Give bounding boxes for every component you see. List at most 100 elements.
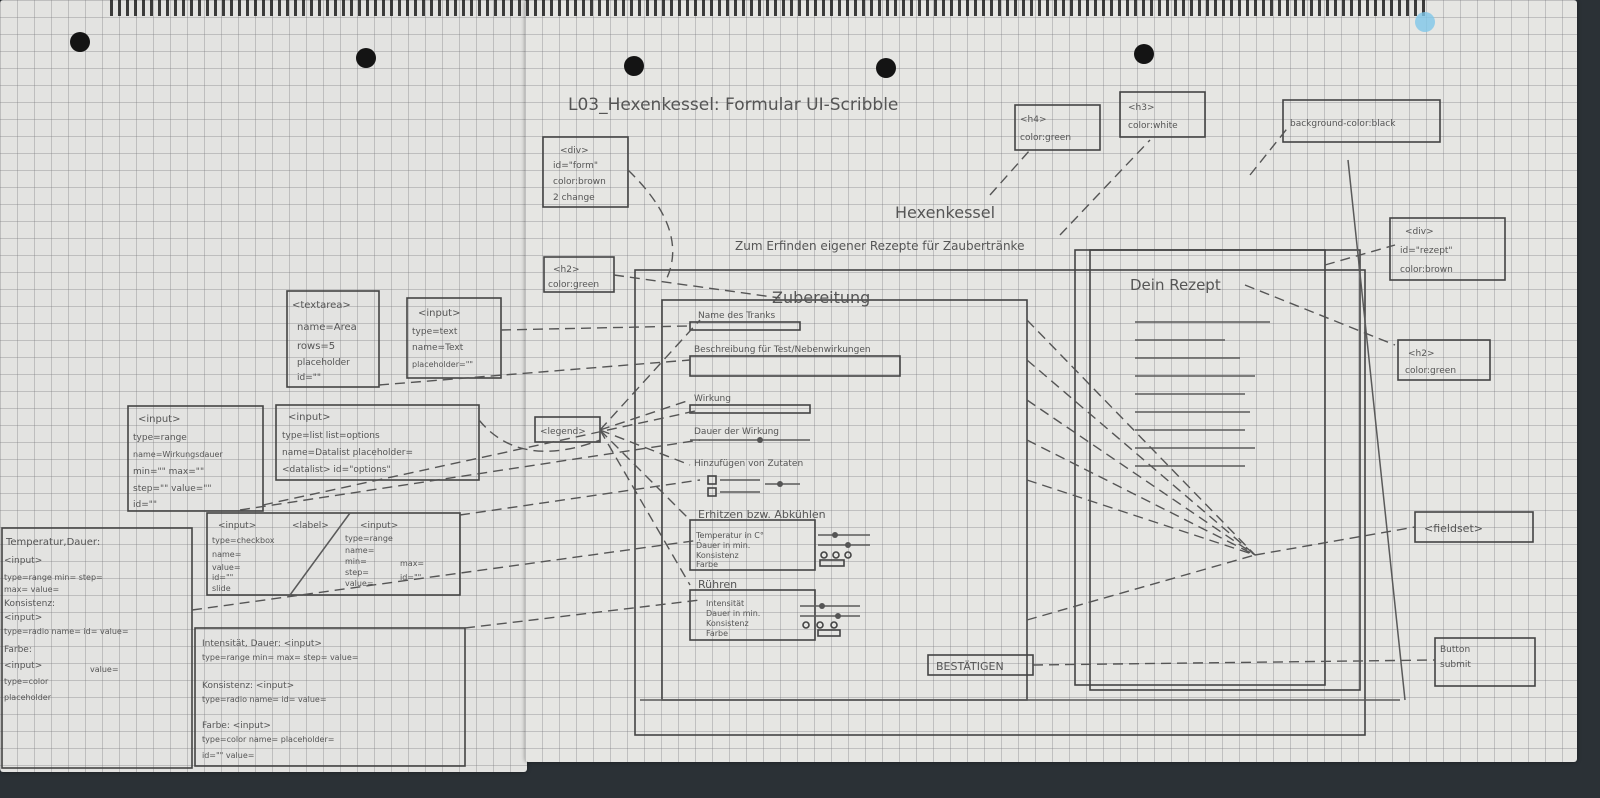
- note-line: <fieldset>: [1424, 522, 1483, 535]
- name-input-sketch: [689, 321, 801, 331]
- form-container: [634, 269, 1366, 736]
- name-field-label: Name des Tranks: [698, 311, 776, 321]
- stir-line: Konsistenz: [706, 619, 749, 628]
- note-line: id="form": [553, 161, 598, 171]
- note-line: color:green: [1405, 366, 1456, 376]
- range-thumb: [757, 437, 763, 443]
- note-line: type=range: [133, 433, 187, 443]
- note-line: Button: [1440, 645, 1470, 655]
- stir-group-label: Rühren: [698, 578, 737, 591]
- note-line: <h3>: [1128, 103, 1155, 113]
- stir-group-box: [689, 589, 816, 641]
- note-line: Intensität, Dauer: <input>: [202, 639, 322, 649]
- note-line: <h2>: [553, 265, 580, 275]
- note-button: [1434, 637, 1536, 687]
- note-line: min="" max="": [133, 467, 204, 477]
- note-h2-left: [543, 256, 615, 293]
- note-line: <h2>: [1408, 349, 1435, 359]
- note-line: id="": [133, 500, 157, 510]
- note-bottom-block: [194, 627, 466, 767]
- heat-line: Konsistenz: [696, 551, 739, 560]
- note-line: <legend>: [540, 427, 586, 437]
- note-line: <input>: [4, 613, 42, 623]
- recipe-panel-outer: [1074, 249, 1326, 686]
- description-textarea-sketch: [689, 355, 901, 377]
- note-line: name=: [345, 546, 374, 555]
- note-line: max= value=: [4, 585, 59, 594]
- note-div-form: [542, 136, 629, 208]
- note-line: placeholder="": [412, 360, 473, 369]
- note-line: min=: [345, 557, 367, 566]
- heat-controls-sketch: [818, 532, 870, 567]
- heat-line: Temperatur in C°: [695, 531, 764, 540]
- heat-line: Farbe: [696, 560, 718, 569]
- note-line: Konsistenz:: [4, 599, 55, 609]
- note-input-range: [127, 405, 264, 512]
- note-line: submit: [1440, 660, 1471, 670]
- note-line: Farbe: <input>: [202, 721, 271, 731]
- divider-slash: [289, 512, 351, 596]
- note-line: id="": [212, 573, 233, 582]
- stir-line: Intensität: [706, 599, 744, 608]
- stir-line: Farbe: [706, 629, 728, 638]
- note-line: id="": [297, 373, 321, 383]
- ingredients-checkboxes: [707, 475, 800, 497]
- note-line: <div>: [1405, 227, 1434, 237]
- spiral-binding: [110, 0, 1430, 16]
- punch-hole: [624, 56, 644, 76]
- confirm-button-label: BESTÄTIGEN: [936, 660, 1004, 673]
- note-line: name=Area: [297, 322, 357, 333]
- stir-controls-sketch: [800, 603, 860, 637]
- note-line: color:brown: [553, 177, 606, 187]
- note-line: <div>: [560, 146, 589, 156]
- note-line: type=range min= max= step= value=: [202, 653, 359, 662]
- note-line: type=checkbox: [212, 536, 275, 545]
- heat-group-box: [689, 519, 816, 571]
- form-heading: Hexenkessel: [895, 203, 995, 222]
- note-line: <input>: [138, 414, 180, 425]
- punch-hole: [70, 32, 90, 52]
- punch-hole: [1415, 12, 1435, 32]
- note-line: <input>: [288, 412, 330, 423]
- note-left-block: [1, 527, 193, 769]
- note-textarea: [286, 290, 380, 388]
- note-line: value=: [90, 665, 119, 674]
- punch-hole: [356, 48, 376, 68]
- note-line: type=list list=options: [282, 431, 380, 441]
- note-line: <datalist> id="options": [282, 465, 391, 475]
- note-line: <input>: [418, 308, 460, 319]
- ingredients-field-label: Hinzufügen von Zutaten: [694, 459, 803, 469]
- note-line: name=Text: [412, 343, 464, 353]
- note-line: type=radio name= id= value=: [4, 627, 129, 636]
- note-line: max=: [400, 559, 424, 568]
- note-line: name=Datalist placeholder=: [282, 448, 413, 458]
- duration-field-label: Dauer der Wirkung: [694, 427, 779, 437]
- form-subheading: Zum Erfinden eigener Rezepte für Zaubert…: [735, 239, 1024, 253]
- note-line: <h4>: [1020, 115, 1047, 125]
- note-line: type=color: [4, 677, 49, 686]
- note-line: <input>: [360, 521, 398, 531]
- note-line: Temperatur,Dauer:: [5, 537, 100, 548]
- note-line: type=radio name= id= value=: [202, 695, 327, 704]
- effect-field-label: Wirkung: [694, 394, 731, 404]
- note-line: name=Wirkungsdauer: [133, 450, 223, 459]
- note-line: type=color name= placeholder=: [202, 735, 334, 744]
- heat-group-label: Erhitzen bzw. Abkühlen: [698, 508, 826, 521]
- note-line: Konsistenz: <input>: [202, 681, 294, 691]
- page-title: L03_Hexenkessel: Formular UI-Scribble: [568, 95, 898, 115]
- note-div-rezept: [1389, 217, 1506, 281]
- note-line: rows=5: [297, 341, 335, 352]
- note-line: value=: [212, 563, 241, 572]
- note-line: value=: [345, 579, 374, 588]
- recipe-title: Dein Rezept: [1130, 276, 1221, 294]
- note-line: slide: [212, 584, 231, 593]
- note-line: type=range min= step=: [4, 573, 103, 582]
- note-line: <input>: [4, 556, 42, 566]
- note-line: step=: [345, 568, 369, 577]
- notebook-page-left: [0, 0, 527, 772]
- note-line: background-color:black: [1290, 119, 1396, 129]
- heat-line: Dauer in min.: [696, 541, 750, 550]
- notebook-page-right: [525, 0, 1577, 762]
- note-line: <input>: [4, 661, 42, 671]
